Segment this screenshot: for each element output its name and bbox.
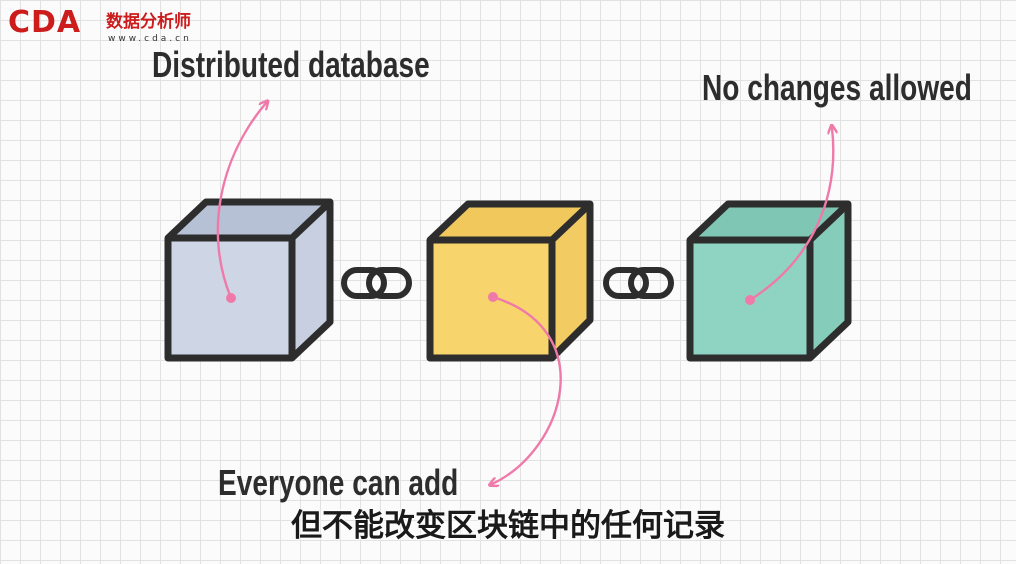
video-subtitle: 但不能改变区块链中的任何记录 (291, 508, 725, 544)
dot-left-icon (226, 293, 236, 303)
label-no-changes-allowed: No changes allowed (702, 67, 972, 108)
label-everyone-can-add: Everyone can add (218, 462, 459, 503)
logo-url: www.cda.cn (108, 34, 192, 44)
logo-text: CDA (8, 5, 82, 40)
block-left-icon (164, 198, 334, 362)
arrow-nochanges-icon (748, 128, 833, 302)
dot-middle-icon (488, 292, 498, 302)
logo-chinese-text: 数据分析师 (106, 12, 191, 32)
cda-logo: CDA 数据分析师 www.cda.cn (8, 6, 208, 50)
arrow-everyone-icon (492, 295, 562, 484)
block-right-icon (686, 200, 852, 362)
arrow-distributed-icon (216, 103, 266, 300)
block-middle-icon (426, 200, 594, 362)
dot-right-icon (745, 295, 755, 305)
label-distributed-database: Distributed database (152, 44, 430, 85)
chain-link-left-icon (341, 267, 412, 299)
chain-link-right-icon (603, 267, 674, 299)
